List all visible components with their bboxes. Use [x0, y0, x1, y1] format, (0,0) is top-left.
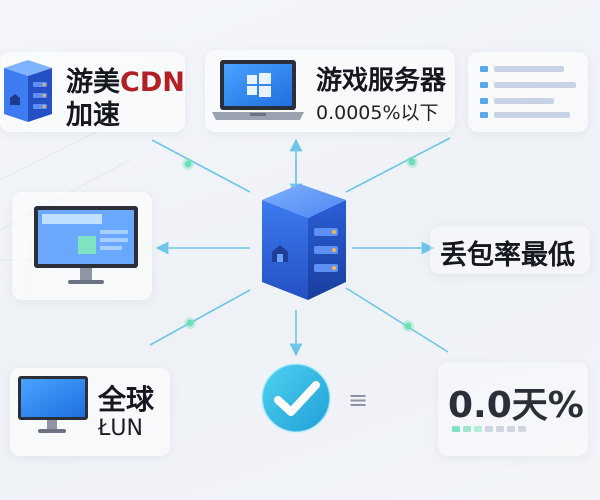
rate-card — [438, 362, 588, 456]
connector-cdn — [151, 139, 251, 193]
menu-glyph: ≡ — [348, 386, 369, 414]
list-card — [468, 52, 588, 132]
laptop-icon — [212, 60, 304, 120]
packet-loss-title: 丢包率最低 — [440, 240, 575, 271]
global-monitor-icon — [18, 376, 88, 433]
central-server-icon — [262, 184, 346, 300]
glow-dots — [182, 156, 418, 332]
connector-top-right — [345, 137, 451, 193]
cdn-title-line2: 加速 — [66, 100, 120, 131]
rate-indicator-bar — [452, 426, 526, 432]
list-icon — [480, 66, 576, 118]
global-title: 全球 — [98, 383, 155, 416]
game-server-subtitle: 0.0005%以下 — [316, 102, 439, 124]
connector-rate — [345, 287, 449, 353]
game-server-title: 游戏服务器 — [316, 66, 447, 96]
rate-value: 0.0天% — [448, 385, 584, 426]
packet-loss-card — [430, 226, 590, 274]
cdn-title-line1: 游美CDN — [66, 67, 185, 98]
monitor-icon — [34, 206, 138, 284]
cdn-server-icon — [4, 60, 52, 122]
connector-global — [149, 289, 251, 346]
checkmark-icon — [261, 363, 331, 433]
global-subtitle: ŁUN — [98, 416, 143, 441]
